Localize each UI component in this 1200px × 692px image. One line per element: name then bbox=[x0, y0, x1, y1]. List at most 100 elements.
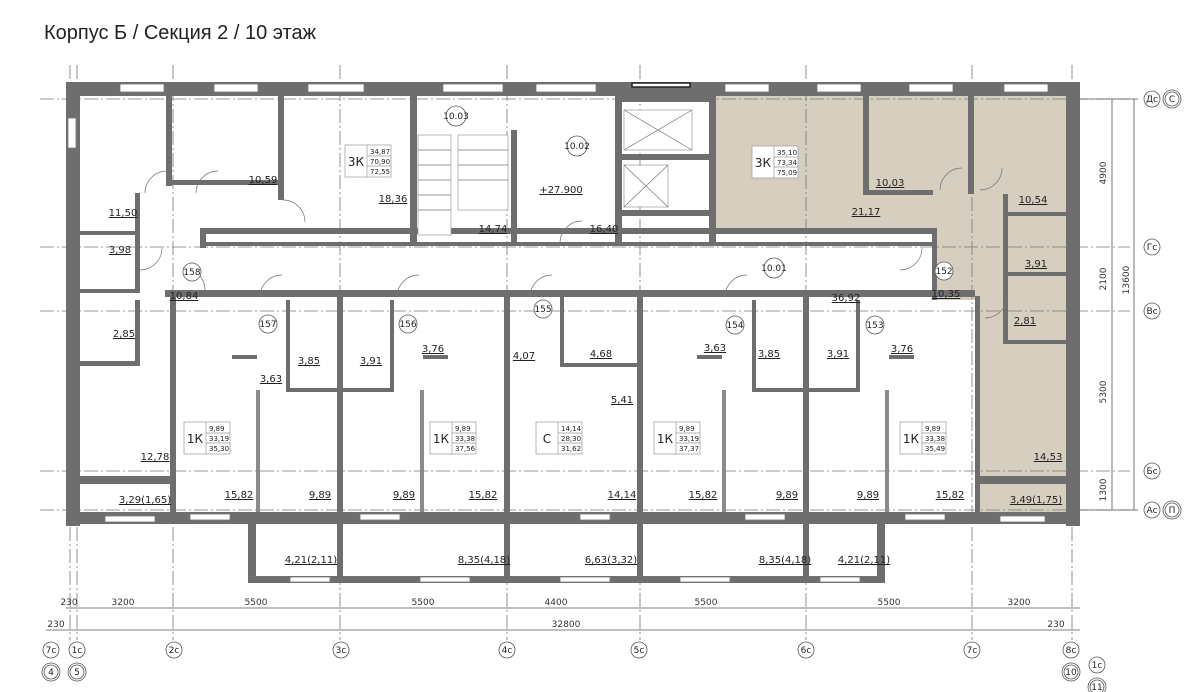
plan-label: 157 bbox=[259, 320, 276, 330]
apartment-living: 35,10 bbox=[777, 149, 797, 157]
plan-label: 1с bbox=[1092, 661, 1103, 671]
plan-label: 15,82 bbox=[936, 490, 965, 501]
plan-label: 13600 bbox=[1122, 265, 1132, 294]
plan-label: 3,49(1,75) bbox=[1010, 495, 1062, 506]
label-bubble bbox=[1143, 462, 1161, 480]
plan-label: 9,89 bbox=[776, 490, 798, 501]
plan-label: 1с bbox=[72, 646, 83, 656]
apartment-type: С bbox=[543, 432, 551, 446]
apartment-type: 1К bbox=[903, 432, 920, 446]
plan-label: 2100 bbox=[1099, 267, 1109, 290]
plan-label: 10.01 bbox=[761, 264, 787, 274]
apartment-total: 33,19 bbox=[209, 435, 229, 443]
label-bubble bbox=[1143, 302, 1161, 320]
apartment-living: 9,89 bbox=[209, 425, 225, 433]
right-dimensions: 4900 2100 13600 5300 1300 Дс С Гс Вс Бс … bbox=[1080, 89, 1182, 520]
plan-label: С bbox=[1169, 95, 1175, 105]
plan-label: 21,17 bbox=[852, 207, 881, 218]
page-title: Корпус Б / Секция 2 / 10 этаж bbox=[44, 22, 316, 44]
plan-label: Дс bbox=[1146, 95, 1158, 105]
plan-label: 36,92 bbox=[832, 293, 861, 304]
doors bbox=[139, 167, 1008, 319]
apartment-living: 34,87 bbox=[370, 148, 390, 156]
plan-label: Ас bbox=[1146, 506, 1157, 516]
label-bubble bbox=[68, 641, 86, 659]
plan-label: 15,82 bbox=[469, 490, 498, 501]
plan-label: 32800 bbox=[552, 620, 581, 630]
plan-label: 4 bbox=[48, 668, 54, 678]
plan-label: 156 bbox=[399, 320, 416, 330]
label-bubble bbox=[165, 641, 183, 659]
label-bubble bbox=[533, 299, 553, 319]
plan-label: 9,89 bbox=[393, 490, 415, 501]
label-bubble bbox=[1143, 90, 1161, 108]
plan-label: 5500 bbox=[412, 598, 435, 608]
apartment-living: 9,89 bbox=[455, 425, 471, 433]
plan-label: 14,53 bbox=[1034, 452, 1063, 463]
apartment-total: 73,34 bbox=[777, 159, 798, 167]
plan-label: 4,68 bbox=[590, 349, 612, 360]
level-mark: +27.900 bbox=[539, 185, 582, 196]
plan-label: 11 bbox=[1091, 683, 1102, 692]
apartment-total: 33,19 bbox=[679, 435, 699, 443]
elevators bbox=[623, 109, 693, 208]
label-bubble bbox=[258, 314, 278, 334]
plan-label: 5500 bbox=[878, 598, 901, 608]
apartment-total-with-balcony: 31,62 bbox=[561, 445, 581, 453]
plan-label: 230 bbox=[60, 598, 77, 608]
label-bubble bbox=[498, 641, 516, 659]
plan-label: 152 bbox=[935, 267, 952, 277]
plan-label: 12,78 bbox=[141, 452, 170, 463]
plan-label: 9,89 bbox=[857, 490, 879, 501]
apartment-total-with-balcony: 35,49 bbox=[925, 445, 945, 453]
apartment-living: 9,89 bbox=[925, 425, 941, 433]
label-bubble bbox=[763, 257, 785, 279]
label-bubble bbox=[1063, 664, 1079, 680]
label-bubble bbox=[725, 315, 745, 335]
windows bbox=[67, 82, 1049, 583]
bottom-dimensions: 230 3200 5500 5500 4400 5500 5500 3200 2… bbox=[41, 598, 1107, 692]
label-bubble bbox=[1143, 501, 1161, 519]
plan-label: 10,84 bbox=[170, 291, 199, 302]
stairwell bbox=[417, 134, 509, 236]
plan-label: 5500 bbox=[695, 598, 718, 608]
plan-label: 5500 bbox=[245, 598, 268, 608]
plan-label: 10,54 bbox=[1019, 195, 1048, 206]
room-areas: 10,59 11,50 18,36 14,74 16,40 21,17 10,0… bbox=[109, 175, 1063, 566]
plan-label: 3200 bbox=[1008, 598, 1031, 608]
label-bubble bbox=[69, 664, 85, 680]
apartment-total-with-balcony: 37,37 bbox=[679, 445, 699, 453]
label-bubble bbox=[398, 314, 418, 334]
plan-label: 6,63(3,32) bbox=[585, 555, 637, 566]
apartment-type: 1К bbox=[657, 432, 674, 446]
plan-label: 3,98 bbox=[109, 245, 131, 256]
label-bubble bbox=[566, 135, 588, 157]
plan-label: 14,74 bbox=[479, 224, 508, 235]
plan-label: 15,82 bbox=[689, 490, 718, 501]
plan-label: 18,36 bbox=[379, 194, 408, 205]
label-bubble bbox=[1143, 238, 1161, 256]
plan-label: 5,41 bbox=[611, 395, 633, 406]
apartment-total: 33,38 bbox=[455, 435, 475, 443]
apartment-type: 1К bbox=[187, 432, 204, 446]
plan-label: 230 bbox=[1047, 620, 1064, 630]
plan-label: 3,85 bbox=[758, 349, 780, 360]
plan-label: 4900 bbox=[1099, 161, 1109, 184]
plan-label: 10,03 bbox=[876, 178, 905, 189]
plan-label: 7с bbox=[46, 646, 57, 656]
apartment-tags: 3К34,8770,9072,553К35,1073,3475,091К9,89… bbox=[183, 144, 947, 455]
plan-label: Гс bbox=[1147, 243, 1157, 253]
label-bubble bbox=[1164, 502, 1180, 518]
label-bubble bbox=[182, 262, 202, 282]
room-numbers: 10.03 10.02 10.01 158 157 156 155 154 15… bbox=[182, 105, 954, 335]
label-bubble bbox=[1062, 641, 1080, 659]
plan-label: 3,76 bbox=[891, 344, 913, 355]
label-bubble bbox=[1089, 679, 1105, 692]
label-bubble bbox=[42, 641, 60, 659]
plan-label: 4с bbox=[502, 646, 513, 656]
